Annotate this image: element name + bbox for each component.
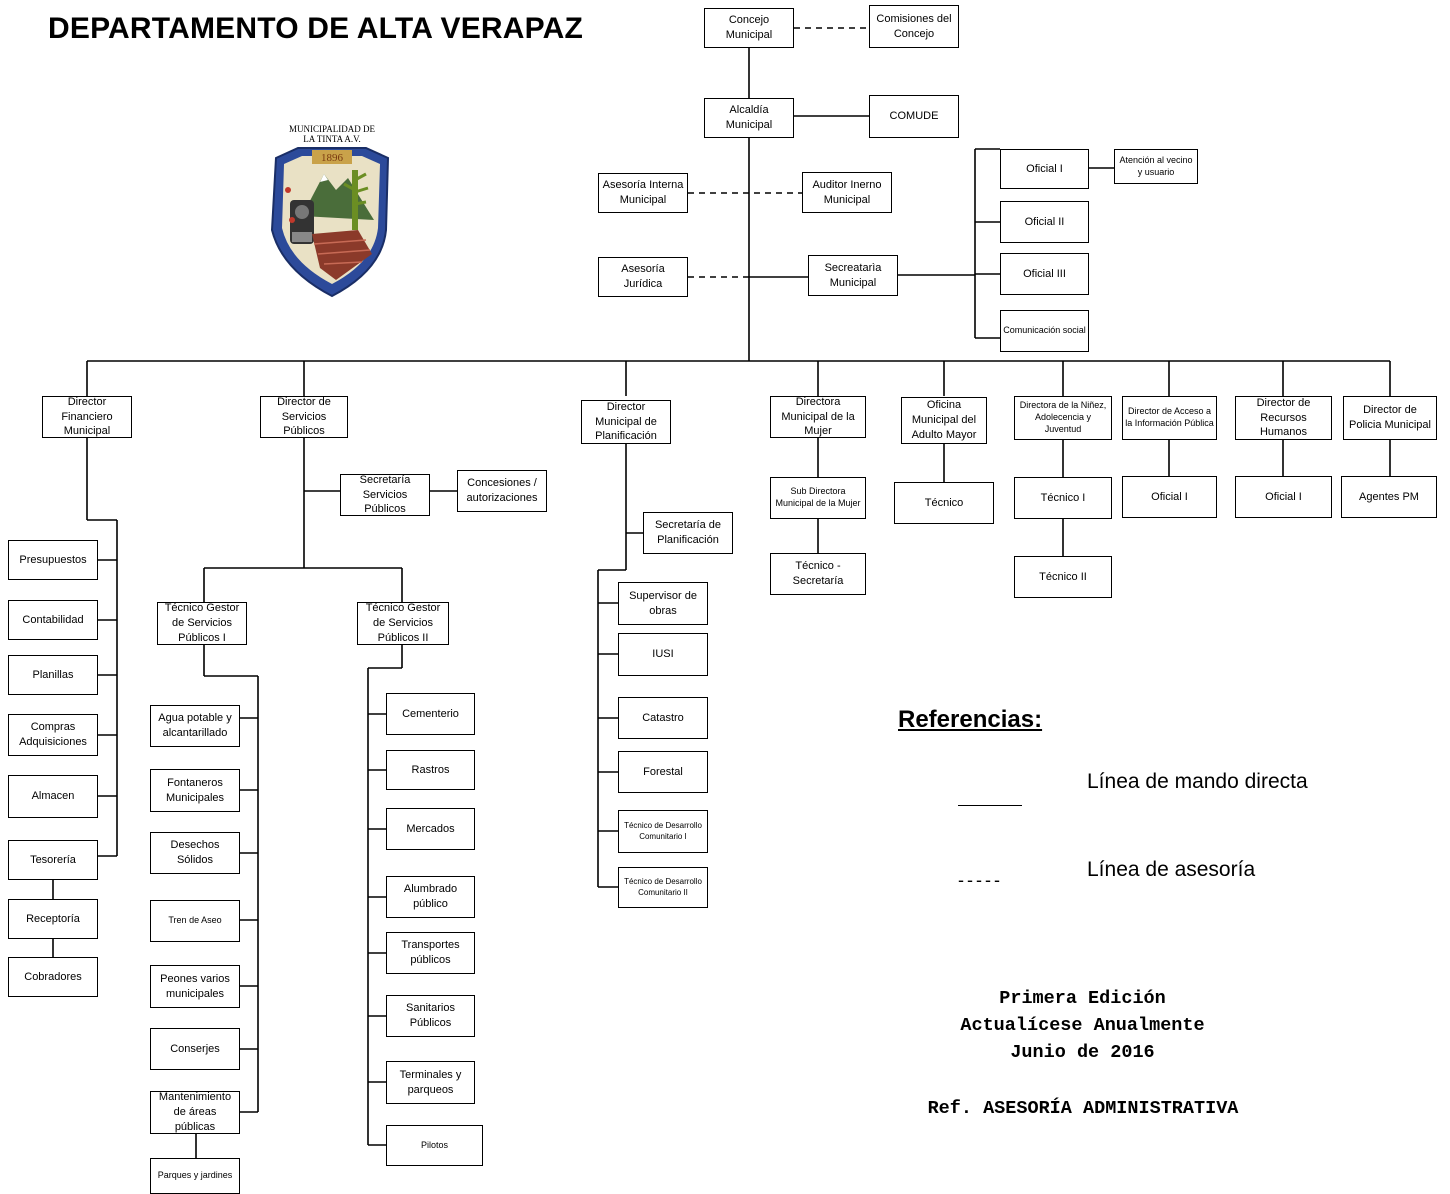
legend-solid-line xyxy=(958,805,1022,806)
box-tecnico-gestor-ii: Técnico Gestor de Servicios Públicos II xyxy=(357,602,449,645)
box-director-policia: Director de Policia Municipal xyxy=(1343,396,1437,440)
box-transportes: Transportes públicos xyxy=(386,932,475,974)
box-concejo-municipal: Concejo Municipal xyxy=(704,8,794,48)
box-compras: Compras Adquisiciones xyxy=(8,714,98,756)
box-comude: COMUDE xyxy=(869,95,959,138)
box-director-acceso: Director de Acceso a la Información Públ… xyxy=(1122,396,1217,440)
logo-text-line1: MUNICIPALIDAD DE xyxy=(289,124,375,134)
box-director-financiero: Director Financiero Municipal xyxy=(42,396,132,438)
box-alumbrado: Alumbrado público xyxy=(386,876,475,918)
box-tren-aseo: Tren de Aseo xyxy=(150,900,240,942)
box-director-servicios: Director de Servicios Públicos xyxy=(260,396,348,438)
box-comunicacion-social: Comunicación social xyxy=(1000,310,1089,352)
box-tecnico-i-ninez: Técnico I xyxy=(1014,477,1112,519)
logo-year: 1896 xyxy=(321,152,344,164)
box-directora-ninez: Directora de la Niñez, Adolecencia y Juv… xyxy=(1014,396,1112,440)
box-agua-potable: Agua potable y alcantarillado xyxy=(150,705,240,747)
box-terminales: Terminales y parqueos xyxy=(386,1061,475,1104)
box-conserjes: Conserjes xyxy=(150,1028,240,1070)
box-presupuestos: Presupuestos xyxy=(8,540,98,580)
box-parques: Parques y jardines xyxy=(150,1158,240,1194)
box-oficial-ii: Oficial II xyxy=(1000,201,1089,243)
box-supervisor-obras: Supervisor de obras xyxy=(618,582,708,625)
box-forestal: Forestal xyxy=(618,751,708,793)
box-tecnico-secretaria: Técnico - Secretaría xyxy=(770,553,866,595)
box-pilotos: Pilotos xyxy=(386,1125,483,1166)
box-tecnico-desarrollo-ii: Técnico de Desarrollo Comunitario II xyxy=(618,867,708,908)
box-atencion-vecino: Atención al vecino y usuario xyxy=(1114,149,1198,184)
box-receptoria: Receptoría xyxy=(8,899,98,939)
box-contabilidad: Contabilidad xyxy=(8,600,98,640)
box-secretaria-municipal: Secreatarìa Municipal xyxy=(808,255,898,296)
legend-dashed-label: Línea de asesoría xyxy=(1087,858,1256,881)
edition-line3: Junio de 2016 xyxy=(1010,1042,1155,1063)
box-tesoreria: Tesorería xyxy=(8,840,98,880)
box-iusi: IUSI xyxy=(618,633,708,676)
box-tecnico-adulto: Técnico xyxy=(894,482,994,524)
box-asesoria-juridica: Asesoría Jurídica xyxy=(598,257,688,297)
box-concesiones: Concesiones / autorizaciones xyxy=(457,470,547,512)
box-asesoria-interna: Asesoría Interna Municipal xyxy=(598,173,688,213)
box-director-planificacion: Director Municipal de Planificación xyxy=(581,400,671,444)
box-directora-mujer: Directora Municipal de la Mujer xyxy=(770,396,866,438)
box-peones: Peones varios municipales xyxy=(150,965,240,1008)
box-secretaria-planificacion: Secretaría de Planificación xyxy=(643,512,733,554)
page-title: DEPARTAMENTO DE ALTA VERAPAZ xyxy=(48,12,584,45)
box-rastros: Rastros xyxy=(386,750,475,790)
box-tecnico-ii-ninez: Técnico II xyxy=(1014,556,1112,598)
box-oficial-iii: Oficial III xyxy=(1000,253,1089,295)
box-cobradores: Cobradores xyxy=(8,957,98,997)
box-oficial-i: Oficial I xyxy=(1000,149,1089,189)
box-alcaldia-municipal: Alcaldía Municipal xyxy=(704,98,794,138)
box-mantenimiento: Mantenimiento de áreas públicas xyxy=(150,1091,240,1134)
box-oficial-acceso: Oficial I xyxy=(1122,476,1217,518)
box-sanitarios: Sanitarios Públicos xyxy=(386,995,475,1037)
box-tecnico-gestor-i: Técnico Gestor de Servicios Públicos I xyxy=(157,602,247,645)
edition-line1: Primera Edición xyxy=(999,988,1166,1009)
edition-line2: Actualícese Anualmente xyxy=(960,1015,1205,1036)
box-subdirectora-mujer: Sub Directora Municipal de la Mujer xyxy=(770,477,866,519)
municipality-logo: MUNICIPALIDAD DE LA TINTA A.V. 1896 xyxy=(262,120,394,298)
box-desechos: Desechos Sólidos xyxy=(150,832,240,874)
box-almacen: Almacen xyxy=(8,775,98,818)
box-adulto-mayor: Oficina Municipal del Adulto Mayor xyxy=(901,397,987,444)
box-auditor-interno: Auditor Inerno Municipal xyxy=(802,172,892,213)
box-catastro: Catastro xyxy=(618,697,708,739)
box-agentes-pm: Agentes PM xyxy=(1341,476,1437,518)
box-tecnico-desarrollo-i: Técnico de Desarrollo Comunitario I xyxy=(618,810,708,853)
legend-heading: Referencias: xyxy=(898,706,1043,733)
box-comisiones-concejo: Comisiones del Concejo xyxy=(869,5,959,48)
box-planillas: Planillas xyxy=(8,655,98,695)
box-director-rrhh: Director de Recursos Humanos xyxy=(1235,396,1332,440)
box-fontaneros: Fontaneros Municipales xyxy=(150,769,240,812)
legend-solid-label: Línea de mando directa xyxy=(1087,770,1308,793)
box-cementerio: Cementerio xyxy=(386,693,475,735)
box-mercados: Mercados xyxy=(386,808,475,850)
edition-ref: Ref. ASESORÍA ADMINISTRATIVA xyxy=(927,1098,1239,1119)
logo-text-line2: LA TINTA A.V. xyxy=(303,134,360,144)
box-oficial-rrhh: Oficial I xyxy=(1235,476,1332,518)
box-secretaria-servicios: Secretaría Servicios Públicos xyxy=(340,474,430,516)
legend-dashed-line: ----- xyxy=(958,870,1003,890)
